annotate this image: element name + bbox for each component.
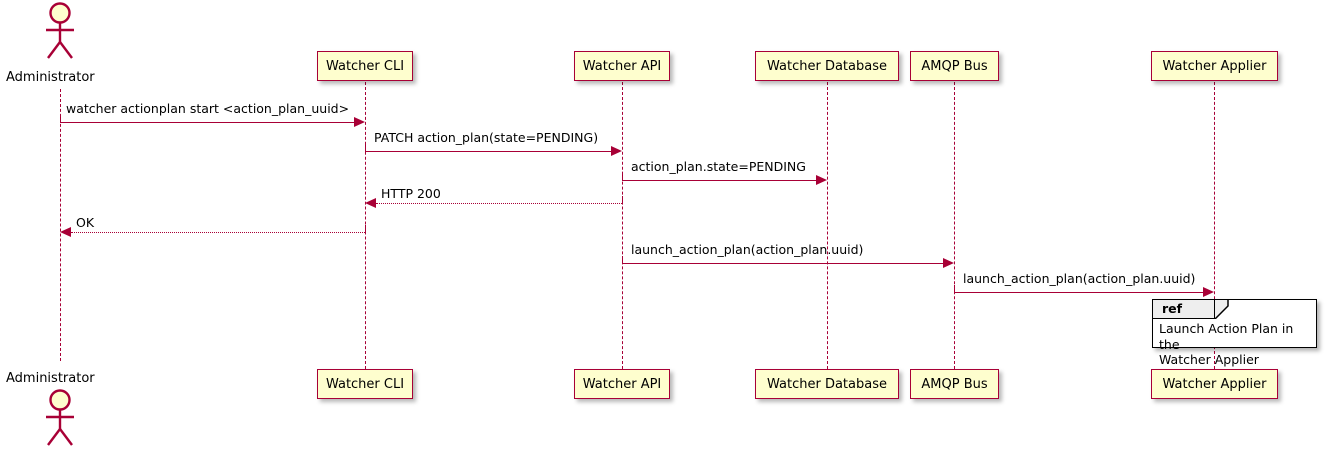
actor-label-administrator-bottom: Administrator <box>6 371 95 386</box>
participant-label: Watcher CLI <box>325 58 405 74</box>
arrowhead-right-icon <box>354 117 365 127</box>
message-label-watcher-actionplan-start: watcher actionplan start <action_plan_uu… <box>66 101 350 116</box>
arrowhead-right-icon <box>943 258 954 268</box>
participant-watcher-cli-bottom[interactable]: Watcher CLI <box>317 369 413 399</box>
arrowhead-left-icon <box>365 198 376 208</box>
message-arrow-tail-1 <box>60 115 61 122</box>
participant-label: Watcher API <box>582 376 662 392</box>
actor-label-administrator-top: Administrator <box>6 70 95 85</box>
participant-watcher-api-bottom[interactable]: Watcher API <box>574 369 670 399</box>
participant-label: Watcher Applier <box>1162 376 1267 392</box>
message-label-http-200: HTTP 200 <box>381 186 441 201</box>
lifeline-watcher-database <box>827 82 828 369</box>
lifeline-watcher-applier <box>1214 82 1215 369</box>
message-arrow-http-200 <box>376 203 622 204</box>
lifeline-administrator <box>60 89 61 361</box>
arrowhead-left-icon <box>60 227 71 237</box>
actor-administrator-bottom <box>34 389 88 455</box>
message-arrow-tail-4 <box>622 196 623 203</box>
message-label-patch-action-plan: PATCH action_plan(state=PENDING) <box>374 130 599 145</box>
message-arrow-tail-5 <box>365 225 366 232</box>
participant-watcher-database-top[interactable]: Watcher Database <box>755 51 899 81</box>
participant-label: Watcher Database <box>767 376 887 392</box>
arrowhead-right-icon <box>816 175 827 185</box>
message-arrow-tail-6 <box>622 256 623 263</box>
participant-watcher-applier-top[interactable]: Watcher Applier <box>1151 51 1278 81</box>
message-label-action-plan-state-pending: action_plan.state=PENDING <box>631 159 806 174</box>
participant-amqp-bus-top[interactable]: AMQP Bus <box>910 51 999 81</box>
stick-figure-icon <box>46 2 74 59</box>
participant-label: Watcher Applier <box>1162 58 1267 74</box>
message-arrow-tail-2 <box>365 144 366 151</box>
participant-watcher-api-top[interactable]: Watcher API <box>574 51 670 81</box>
message-arrow-tail-7 <box>954 285 955 292</box>
participant-watcher-applier-bottom[interactable]: Watcher Applier <box>1151 369 1278 399</box>
participant-watcher-cli-top[interactable]: Watcher CLI <box>317 51 413 81</box>
participant-label: Watcher API <box>582 58 662 74</box>
lifeline-watcher-api <box>622 82 623 369</box>
participant-watcher-database-bottom[interactable]: Watcher Database <box>755 369 899 399</box>
message-label-launch-action-plan-applier: launch_action_plan(action_plan.uuid) <box>963 271 1196 286</box>
arrowhead-right-icon <box>611 146 622 156</box>
message-arrow-action-plan-state-pending <box>622 180 816 181</box>
ref-fragment-box: ref Launch Action Plan in the Watcher Ap… <box>1152 299 1317 367</box>
message-label-launch-action-plan-amqp: launch_action_plan(action_plan.uuid) <box>631 242 864 257</box>
message-label-ok: OK <box>76 215 95 230</box>
participant-label: AMQP Bus <box>921 376 988 392</box>
participant-label: Watcher Database <box>767 58 887 74</box>
participant-label: Watcher CLI <box>325 376 405 392</box>
ref-tab-corner-icon <box>1215 300 1229 319</box>
stick-figure-icon <box>46 389 74 446</box>
lifeline-amqp-bus <box>954 82 955 369</box>
message-arrow-patch-action-plan <box>365 151 611 152</box>
message-arrow-watcher-actionplan-start <box>60 122 354 123</box>
actor-administrator-top <box>34 2 88 64</box>
ref-fragment-text: Launch Action Plan in the Watcher Applie… <box>1159 321 1294 368</box>
message-arrow-tail-3 <box>622 173 623 180</box>
message-arrow-launch-action-plan-applier <box>954 292 1203 293</box>
message-arrow-ok <box>71 232 365 233</box>
participant-label: AMQP Bus <box>921 58 988 74</box>
ref-fragment-tab-label: ref <box>1162 301 1183 316</box>
arrowhead-right-icon <box>1203 287 1214 297</box>
message-arrow-launch-action-plan-amqp <box>622 263 943 264</box>
participant-amqp-bus-bottom[interactable]: AMQP Bus <box>910 369 999 399</box>
ref-fragment-tab: ref <box>1153 300 1215 319</box>
